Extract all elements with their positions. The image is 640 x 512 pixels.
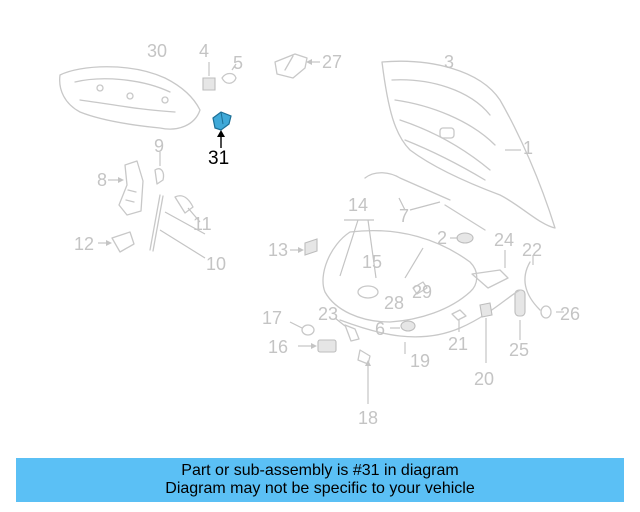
part-30-insulation-pad: [59, 66, 201, 130]
label-28: 28: [384, 293, 404, 313]
label-17: 17: [262, 308, 282, 328]
part-1-hood: [381, 60, 556, 229]
part-20-bracket: [479, 302, 493, 363]
label-3: 3: [444, 52, 454, 72]
part-29-guide: [412, 281, 428, 295]
label-5: 5: [233, 53, 243, 73]
banner-line-2: Diagram may not be specific to your vehi…: [165, 480, 475, 497]
label-16: 16: [268, 337, 288, 357]
info-banner: Part or sub-assembly is #31 in diagram D…: [16, 458, 624, 502]
part-25-handle: [514, 289, 526, 340]
label-6: 6: [375, 319, 385, 339]
label-31: 31: [208, 148, 229, 169]
label-14: 14: [348, 195, 368, 215]
part-16-latch: [298, 339, 337, 353]
part-9-bracket: [154, 152, 165, 185]
label-13: 13: [268, 240, 288, 260]
part-26-clip: [540, 305, 564, 319]
part-12-bracket: [98, 231, 135, 253]
label-22: 22: [522, 240, 542, 260]
part-14-release-cable: [322, 219, 478, 323]
part-28-clip: [404, 247, 424, 279]
part-24-latch: [471, 250, 509, 289]
label-9: 9: [154, 136, 164, 156]
part-18-cable-end: [357, 349, 371, 404]
parts-diagram: 30 4 5 27 3 1 31 9 8 11 10 12 14 7 2 13 …: [59, 41, 580, 428]
label-24: 24: [494, 230, 514, 250]
part-10-gas-strut: [149, 194, 206, 259]
label-20: 20: [474, 369, 494, 389]
label-30: 30: [147, 41, 167, 61]
part-19-cable: [339, 289, 521, 354]
label-18: 18: [358, 408, 378, 428]
label-15: 15: [362, 252, 382, 272]
label-23: 23: [318, 304, 338, 324]
label-26: 26: [560, 304, 580, 324]
part-2-bumper: [450, 232, 474, 244]
label-8: 8: [97, 170, 107, 190]
label-27: 27: [322, 52, 342, 72]
part-31-highlighted: [212, 111, 232, 148]
label-29: 29: [412, 282, 432, 302]
part-27-hinge: [274, 53, 320, 79]
label-7: 7: [399, 206, 409, 226]
label-11: 11: [193, 214, 212, 234]
label-19: 19: [410, 351, 430, 371]
part-7-seal: [364, 172, 486, 231]
part-8-bracket: [108, 160, 144, 216]
part-15-grommet: [357, 285, 379, 299]
part-22-rod: [524, 255, 541, 311]
part-6-bumper: [390, 320, 416, 332]
part-21-clip: [451, 309, 467, 332]
label-25: 25: [509, 340, 529, 360]
part-17-clip: [289, 321, 315, 336]
label-10: 10: [206, 254, 226, 274]
part-13-clip: [290, 238, 318, 256]
label-12: 12: [74, 234, 94, 254]
banner-line-1: Part or sub-assembly is #31 in diagram: [181, 462, 459, 479]
label-2: 2: [437, 228, 447, 248]
label-4: 4: [199, 41, 209, 61]
label-21: 21: [448, 334, 468, 354]
part-23-bracket: [334, 317, 360, 342]
label-1: 1: [523, 138, 533, 158]
part-4-clip: [202, 62, 216, 91]
part-5-clip: [221, 63, 237, 84]
